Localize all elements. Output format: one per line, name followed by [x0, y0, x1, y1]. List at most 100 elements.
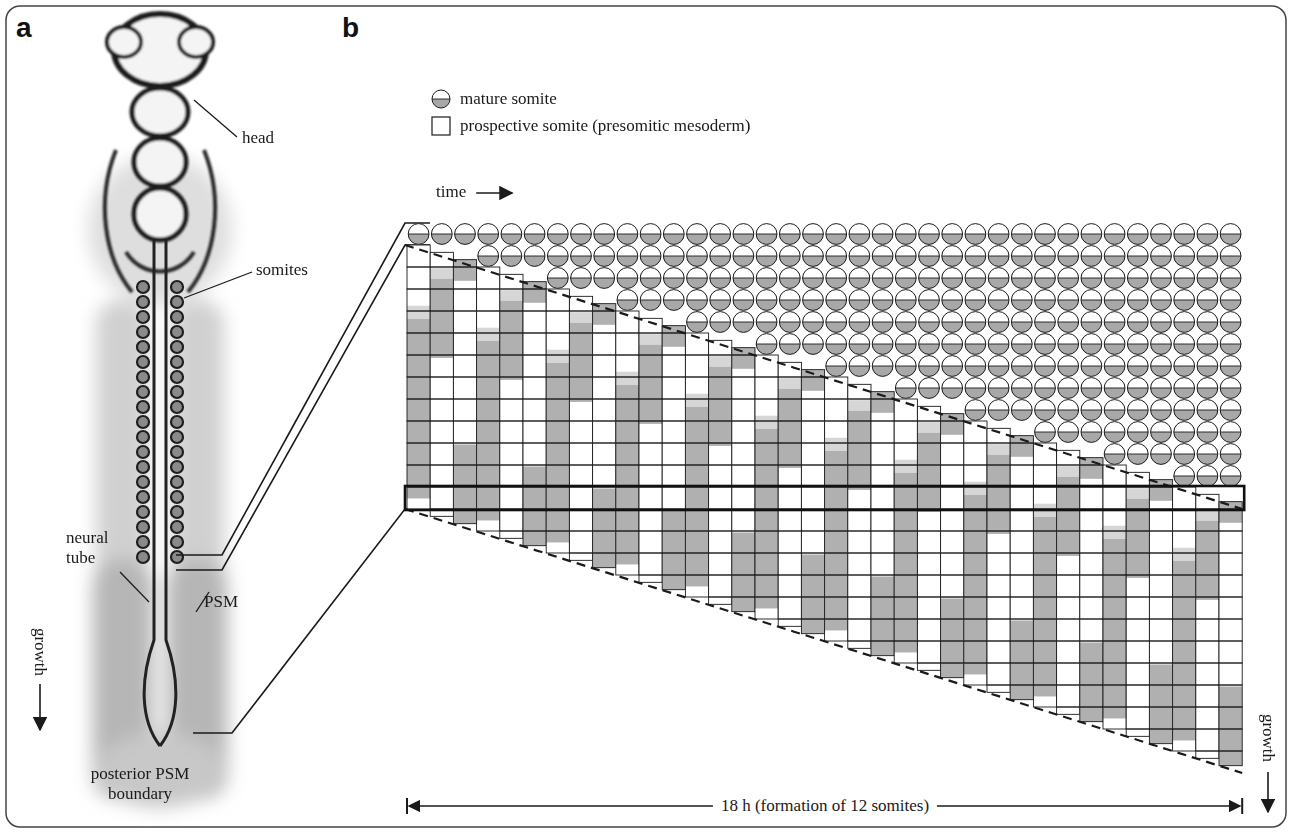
psm-cell	[964, 509, 987, 531]
psm-cell	[662, 553, 685, 575]
time-column	[1219, 224, 1242, 766]
psm-cell	[662, 377, 685, 399]
mature-somite	[710, 268, 731, 289]
mature-somite	[1104, 322, 1125, 332]
mature-somite	[455, 234, 476, 235]
mature-somite	[478, 256, 499, 266]
embryo-somites	[137, 551, 149, 563]
mature-somite	[1197, 444, 1218, 465]
mature-somite	[1081, 268, 1102, 289]
mature-somite	[710, 312, 731, 333]
psm-cell	[523, 399, 546, 421]
mature-somite	[1220, 410, 1241, 420]
mature-somite	[617, 256, 638, 257]
mature-somite	[803, 312, 824, 333]
embryo-somites	[171, 371, 183, 383]
mature-somite	[1104, 256, 1125, 257]
psm-cell	[1196, 641, 1219, 663]
mature-somite	[919, 290, 940, 311]
mature-somite	[1058, 268, 1079, 289]
mature-somite	[919, 322, 940, 323]
mature-somite	[710, 224, 731, 245]
mature-somite	[547, 256, 568, 266]
psm-cell	[1196, 663, 1219, 685]
mature-somite	[1220, 234, 1241, 244]
mature-somite	[872, 224, 893, 245]
mature-somite	[942, 234, 963, 235]
mature-somite	[1127, 444, 1148, 465]
mature-somite	[1174, 300, 1195, 301]
psm-cell	[477, 399, 500, 421]
mature-somite	[1151, 366, 1172, 367]
psm-cell	[477, 421, 500, 443]
mature-somite	[1174, 378, 1195, 399]
mature-somite	[1011, 246, 1032, 267]
time-column	[1033, 224, 1056, 707]
mature-somite	[1174, 268, 1195, 289]
psm-cell	[430, 311, 453, 333]
mature-somite	[1011, 312, 1032, 333]
mature-somite	[1220, 344, 1241, 345]
mature-somite	[733, 268, 754, 289]
psm-cell	[755, 421, 778, 443]
mature-somite	[1151, 290, 1172, 311]
psm-cell	[523, 289, 546, 311]
mature-somite	[942, 256, 963, 257]
mature-somite	[919, 300, 940, 310]
psm-cell	[848, 553, 871, 575]
mature-somite	[895, 334, 916, 355]
mature-somite	[617, 300, 638, 310]
mature-somite	[1104, 400, 1125, 421]
psm-cell	[1219, 663, 1242, 685]
mature-somite	[849, 290, 870, 311]
mature-somite	[942, 378, 963, 399]
psm-cell	[1219, 531, 1242, 553]
mature-somite	[478, 246, 499, 267]
mature-somite	[1104, 378, 1125, 399]
mature-somite	[1151, 454, 1172, 464]
mature-somite	[478, 246, 499, 267]
mature-somite	[1011, 234, 1032, 244]
mature-somite	[1151, 422, 1172, 443]
mature-somite	[919, 300, 940, 301]
mature-somite	[1197, 388, 1218, 398]
time-column	[709, 340, 732, 604]
mature-somite	[919, 378, 940, 399]
mature-somite	[547, 256, 568, 257]
panel-letter: a	[16, 12, 32, 44]
mature-somite	[1127, 356, 1148, 377]
time-column	[1103, 526, 1126, 539]
psm-cell	[1033, 619, 1056, 641]
time-column	[569, 312, 592, 323]
embryo-somites	[137, 326, 149, 338]
mature-somite	[1174, 246, 1195, 267]
mature-somite	[1058, 234, 1079, 235]
mature-somite	[1127, 422, 1148, 443]
mature-somite	[1197, 410, 1218, 420]
mature-somite	[895, 388, 916, 398]
mature-somite	[1151, 334, 1172, 355]
psm-cell	[894, 597, 917, 619]
mature-somite	[1220, 224, 1241, 245]
mature-somite	[895, 224, 916, 245]
mature-somite	[1127, 268, 1148, 289]
mature-somite	[756, 234, 777, 235]
mature-somite	[1035, 290, 1056, 311]
mature-somite	[1035, 312, 1056, 333]
mature-somite	[1151, 246, 1172, 267]
mature-somite	[872, 322, 893, 332]
brain-vesicles	[179, 27, 213, 57]
mature-somite	[919, 234, 940, 244]
mature-somite	[919, 356, 940, 377]
time-column	[1080, 458, 1103, 479]
mature-somite	[640, 246, 661, 267]
mature-somite	[1011, 388, 1032, 398]
embryo-somites	[137, 506, 149, 518]
mature-somite	[663, 224, 684, 245]
mature-somite	[965, 268, 986, 289]
mature-somite	[1220, 322, 1241, 332]
psm-cell	[407, 245, 430, 267]
mature-somite	[849, 356, 870, 377]
posterior-boundary	[405, 509, 1242, 773]
psm-cell	[964, 663, 987, 685]
